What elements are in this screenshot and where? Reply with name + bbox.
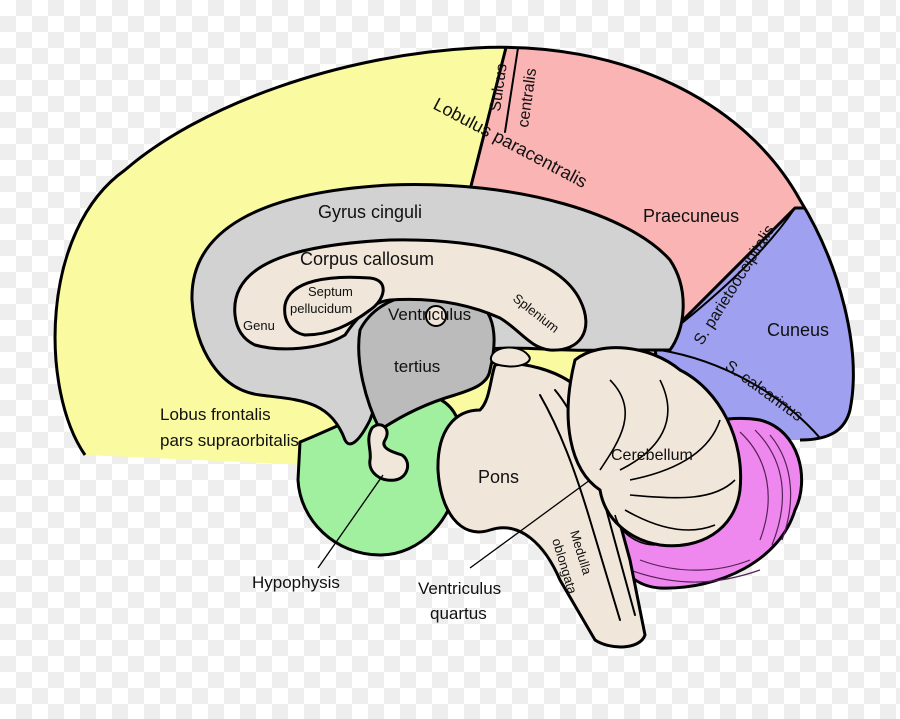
label-septum: Septum <box>308 284 353 299</box>
sulcus-centralis-line <box>504 47 519 133</box>
label-cerebellum: Cerebellum <box>611 447 693 464</box>
label-cuneus: Cuneus <box>767 320 829 340</box>
hypophysis-shape <box>367 423 410 482</box>
arbor-vitae-lines <box>599 379 736 546</box>
label-genu: Genu <box>243 318 275 333</box>
septum-pellucidum-region <box>283 275 385 337</box>
pineal-body <box>489 346 531 368</box>
label-ventriculus-quartus-2: quartus <box>430 604 487 623</box>
label-lobus-frontalis: Lobus frontalis <box>160 405 271 424</box>
calcarine-sulcus-line <box>659 349 821 439</box>
label-praecuneus: Praecuneus <box>643 206 739 226</box>
brain-outline <box>53 45 855 456</box>
fourth-ventricle-line <box>539 394 621 621</box>
label-gyrus-cinguli: Gyrus cinguli <box>318 202 422 222</box>
cerebellum-folia-lines <box>629 429 792 583</box>
ventriculus-quartus-leader <box>469 479 591 569</box>
label-hypophysis: Hypophysis <box>252 573 340 592</box>
label-pellucidum: pellucidum <box>290 301 352 316</box>
label-ventriculus: Ventriculus <box>388 305 471 324</box>
label-corpus-callosum: Corpus callosum <box>300 249 434 269</box>
label-ventriculus-quartus-1: Ventriculus <box>418 579 501 598</box>
label-pons: Pons <box>478 467 519 487</box>
label-sulcus: Sulcus <box>487 63 511 113</box>
massa-intermedia <box>425 305 447 327</box>
hypophysis-leader <box>317 474 384 569</box>
label-tertius: tertius <box>394 357 440 376</box>
label-pars-supraorbitalis: pars supraorbitalis <box>160 431 299 450</box>
